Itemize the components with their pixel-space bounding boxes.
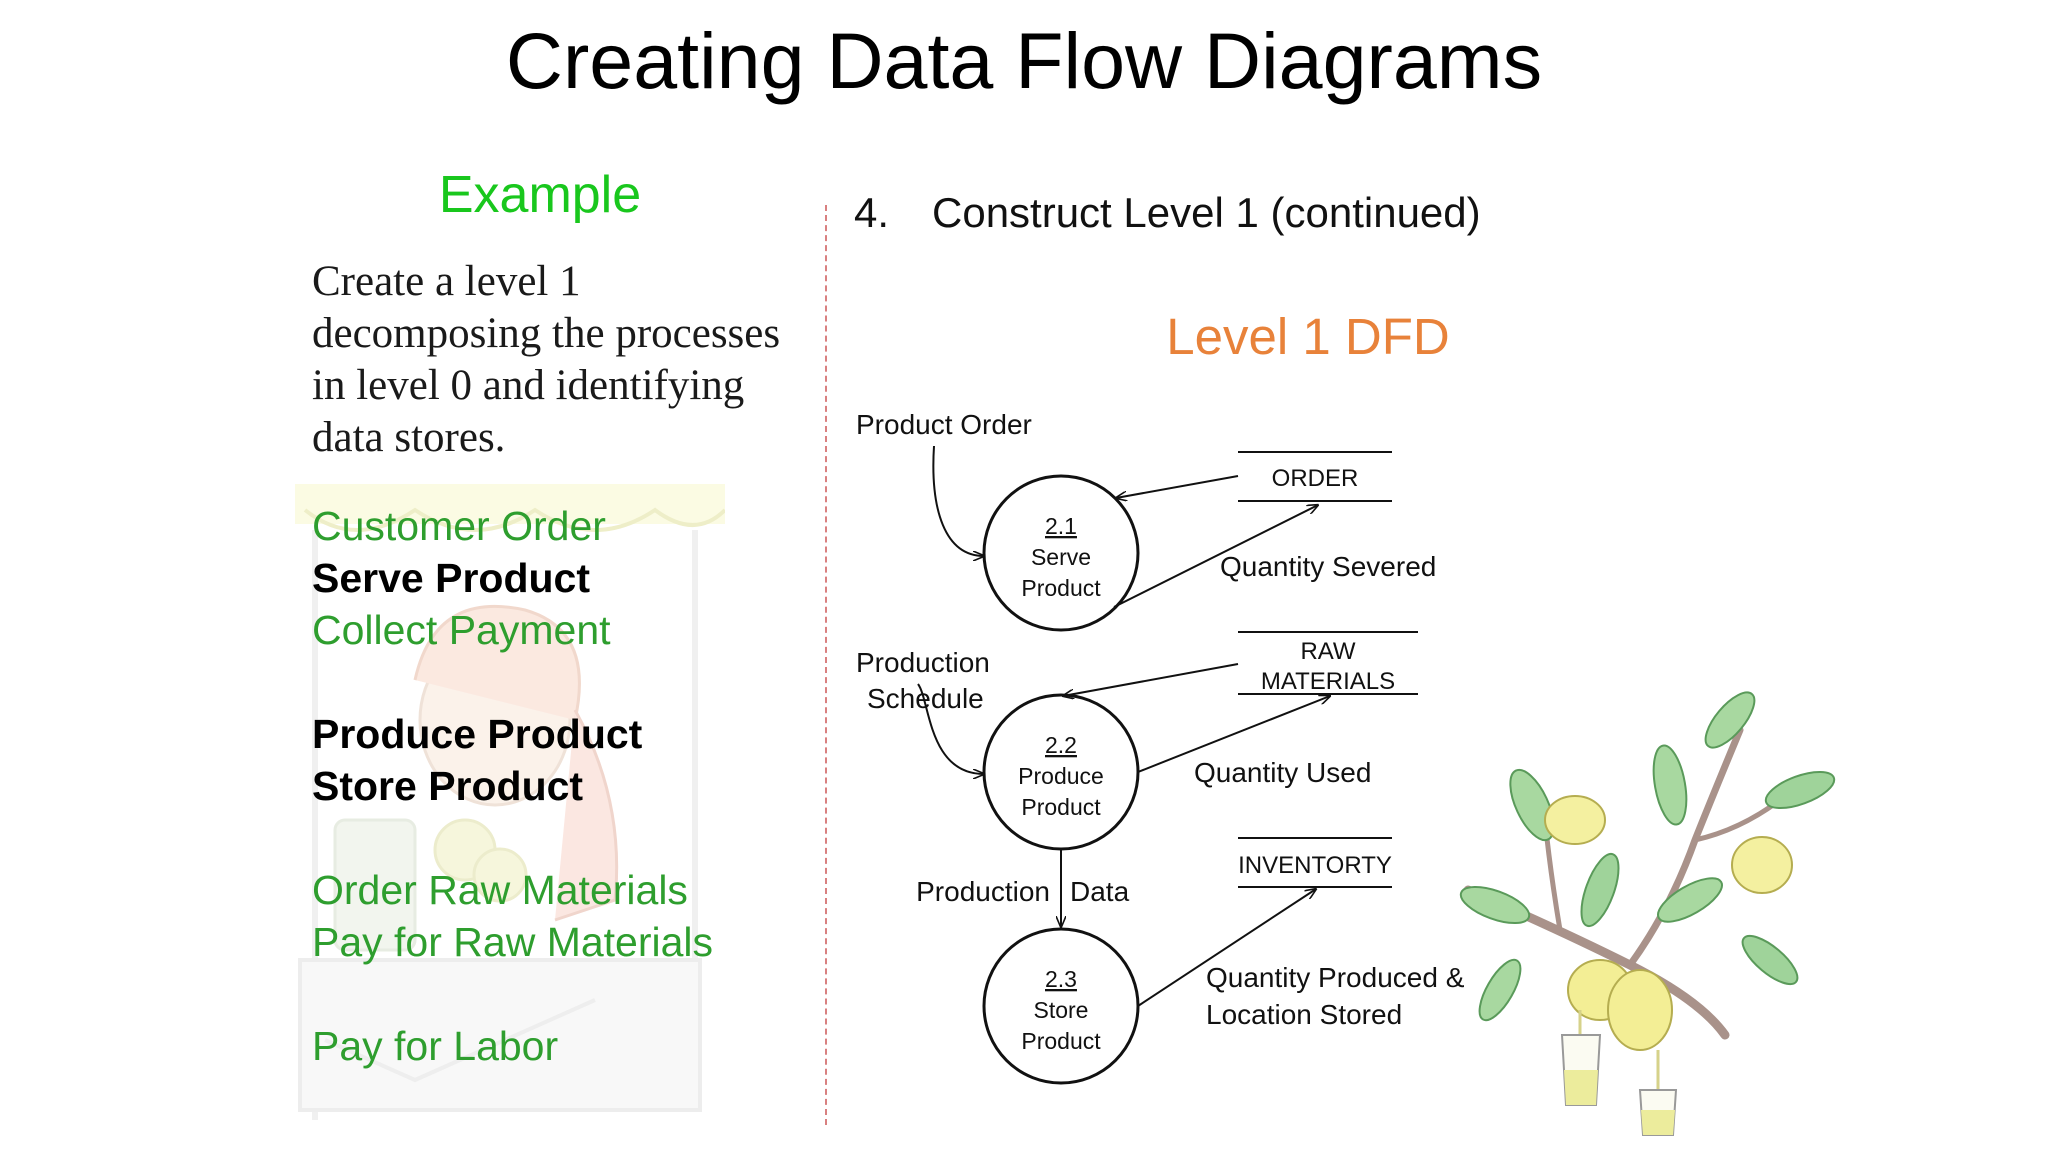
list-item-produce-product: Produce Product <box>312 711 643 757</box>
list-item-order-raw-materials: Order Raw Materials <box>312 867 688 913</box>
intro-paragraph: Create a level 1 decomposing the process… <box>312 256 832 464</box>
flow-order-to-serve <box>1116 475 1239 498</box>
flow-raw-materials-to-produce <box>1063 663 1239 696</box>
process-label: Product <box>1021 794 1101 820</box>
list-item-pay-labor: Pay for Labor <box>312 1023 559 1069</box>
intro-line: decomposing the processes <box>312 310 781 357</box>
lemonade-stand-clipart <box>295 484 725 1120</box>
flow-label-quantity-severed: Quantity Severed <box>1220 551 1436 582</box>
flow-label-production-schedule: Schedule <box>867 683 984 714</box>
flow-quantity-produced <box>1137 889 1316 1007</box>
list-item-customer-order: Customer Order <box>312 503 606 549</box>
step-text: Construct Level 1 (continued) <box>932 189 1481 236</box>
column-divider <box>825 205 827 1125</box>
process-id-2-1: 2.1 <box>1045 513 1077 539</box>
example-heading: Example <box>438 166 642 224</box>
step-heading: 4. Construct Level 1 (continued) <box>854 188 1481 238</box>
process-label: Product <box>1021 1028 1101 1054</box>
flow-label-product-order: Product Order <box>856 409 1032 440</box>
list-item-serve-product: Serve Product <box>312 555 590 601</box>
flow-label-quantity-produced: Location Stored <box>1206 999 1402 1030</box>
datastore-raw-materials: RAW <box>1300 638 1355 665</box>
lemon-branch-illustration <box>1459 691 1836 1136</box>
datastore-inventory: INVENTORTY <box>1238 852 1392 879</box>
step-number: 4. <box>854 189 890 236</box>
flow-label-production-schedule: Production <box>856 647 990 678</box>
process-id-2-3: 2.3 <box>1045 966 1077 992</box>
process-label: Store <box>1034 997 1089 1023</box>
flow-label-production-data: Data <box>1070 876 1130 907</box>
process-label: Produce <box>1018 763 1104 789</box>
intro-line: data stores. <box>312 414 506 461</box>
process-label: Serve <box>1031 544 1091 570</box>
datastore-order: ORDER <box>1272 465 1359 492</box>
process-label: Product <box>1021 575 1101 601</box>
diagram-title: Level 1 DFD <box>1166 308 1450 365</box>
intro-line: in level 0 and identifying <box>312 362 745 409</box>
list-item-store-product: Store Product <box>312 763 584 809</box>
flow-quantity-used <box>1137 696 1330 773</box>
slide-title: Creating Data Flow Diagrams <box>505 16 1543 105</box>
flow-label-quantity-used: Quantity Used <box>1194 757 1371 788</box>
flow-label-production-data: Production <box>916 876 1050 907</box>
list-item-collect-payment: Collect Payment <box>312 607 611 653</box>
flow-product-order <box>932 445 984 556</box>
list-item-pay-raw-materials: Pay for Raw Materials <box>312 919 714 965</box>
flow-quantity-severed <box>1113 505 1318 608</box>
intro-line: Create a level 1 <box>312 258 581 305</box>
flow-production-schedule <box>917 683 984 774</box>
datastore-raw-materials: MATERIALS <box>1261 668 1395 695</box>
process-id-2-2: 2.2 <box>1045 732 1077 758</box>
flow-label-quantity-produced: Quantity Produced & <box>1206 962 1465 993</box>
